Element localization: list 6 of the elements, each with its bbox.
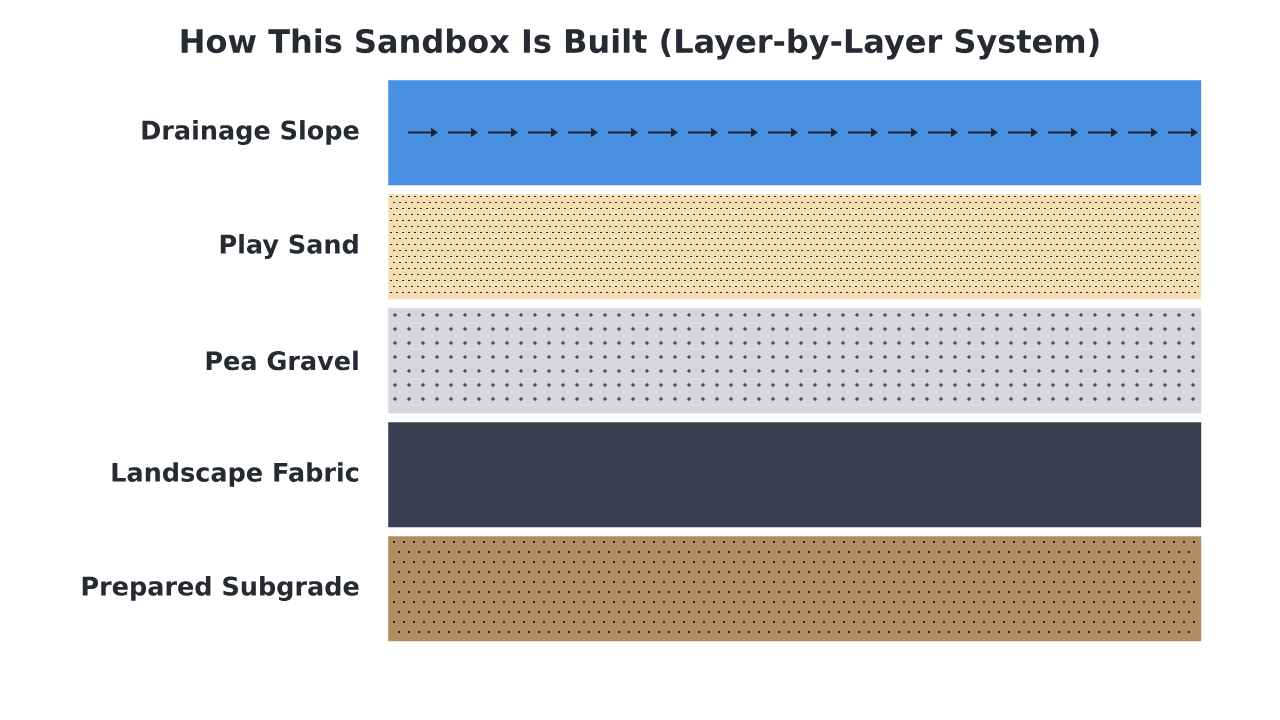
layer-label: Drainage Slope [142,120,359,145]
title: How This Sandbox Is Built (Layer-by-Layer System) [181,28,1099,60]
layer-label: Landscape Fabric [112,462,359,487]
layer-label: Prepared Subgrade [82,576,359,601]
layer-label: Play Sand [220,234,358,259]
layer-label: Pea Gravel [206,350,358,371]
